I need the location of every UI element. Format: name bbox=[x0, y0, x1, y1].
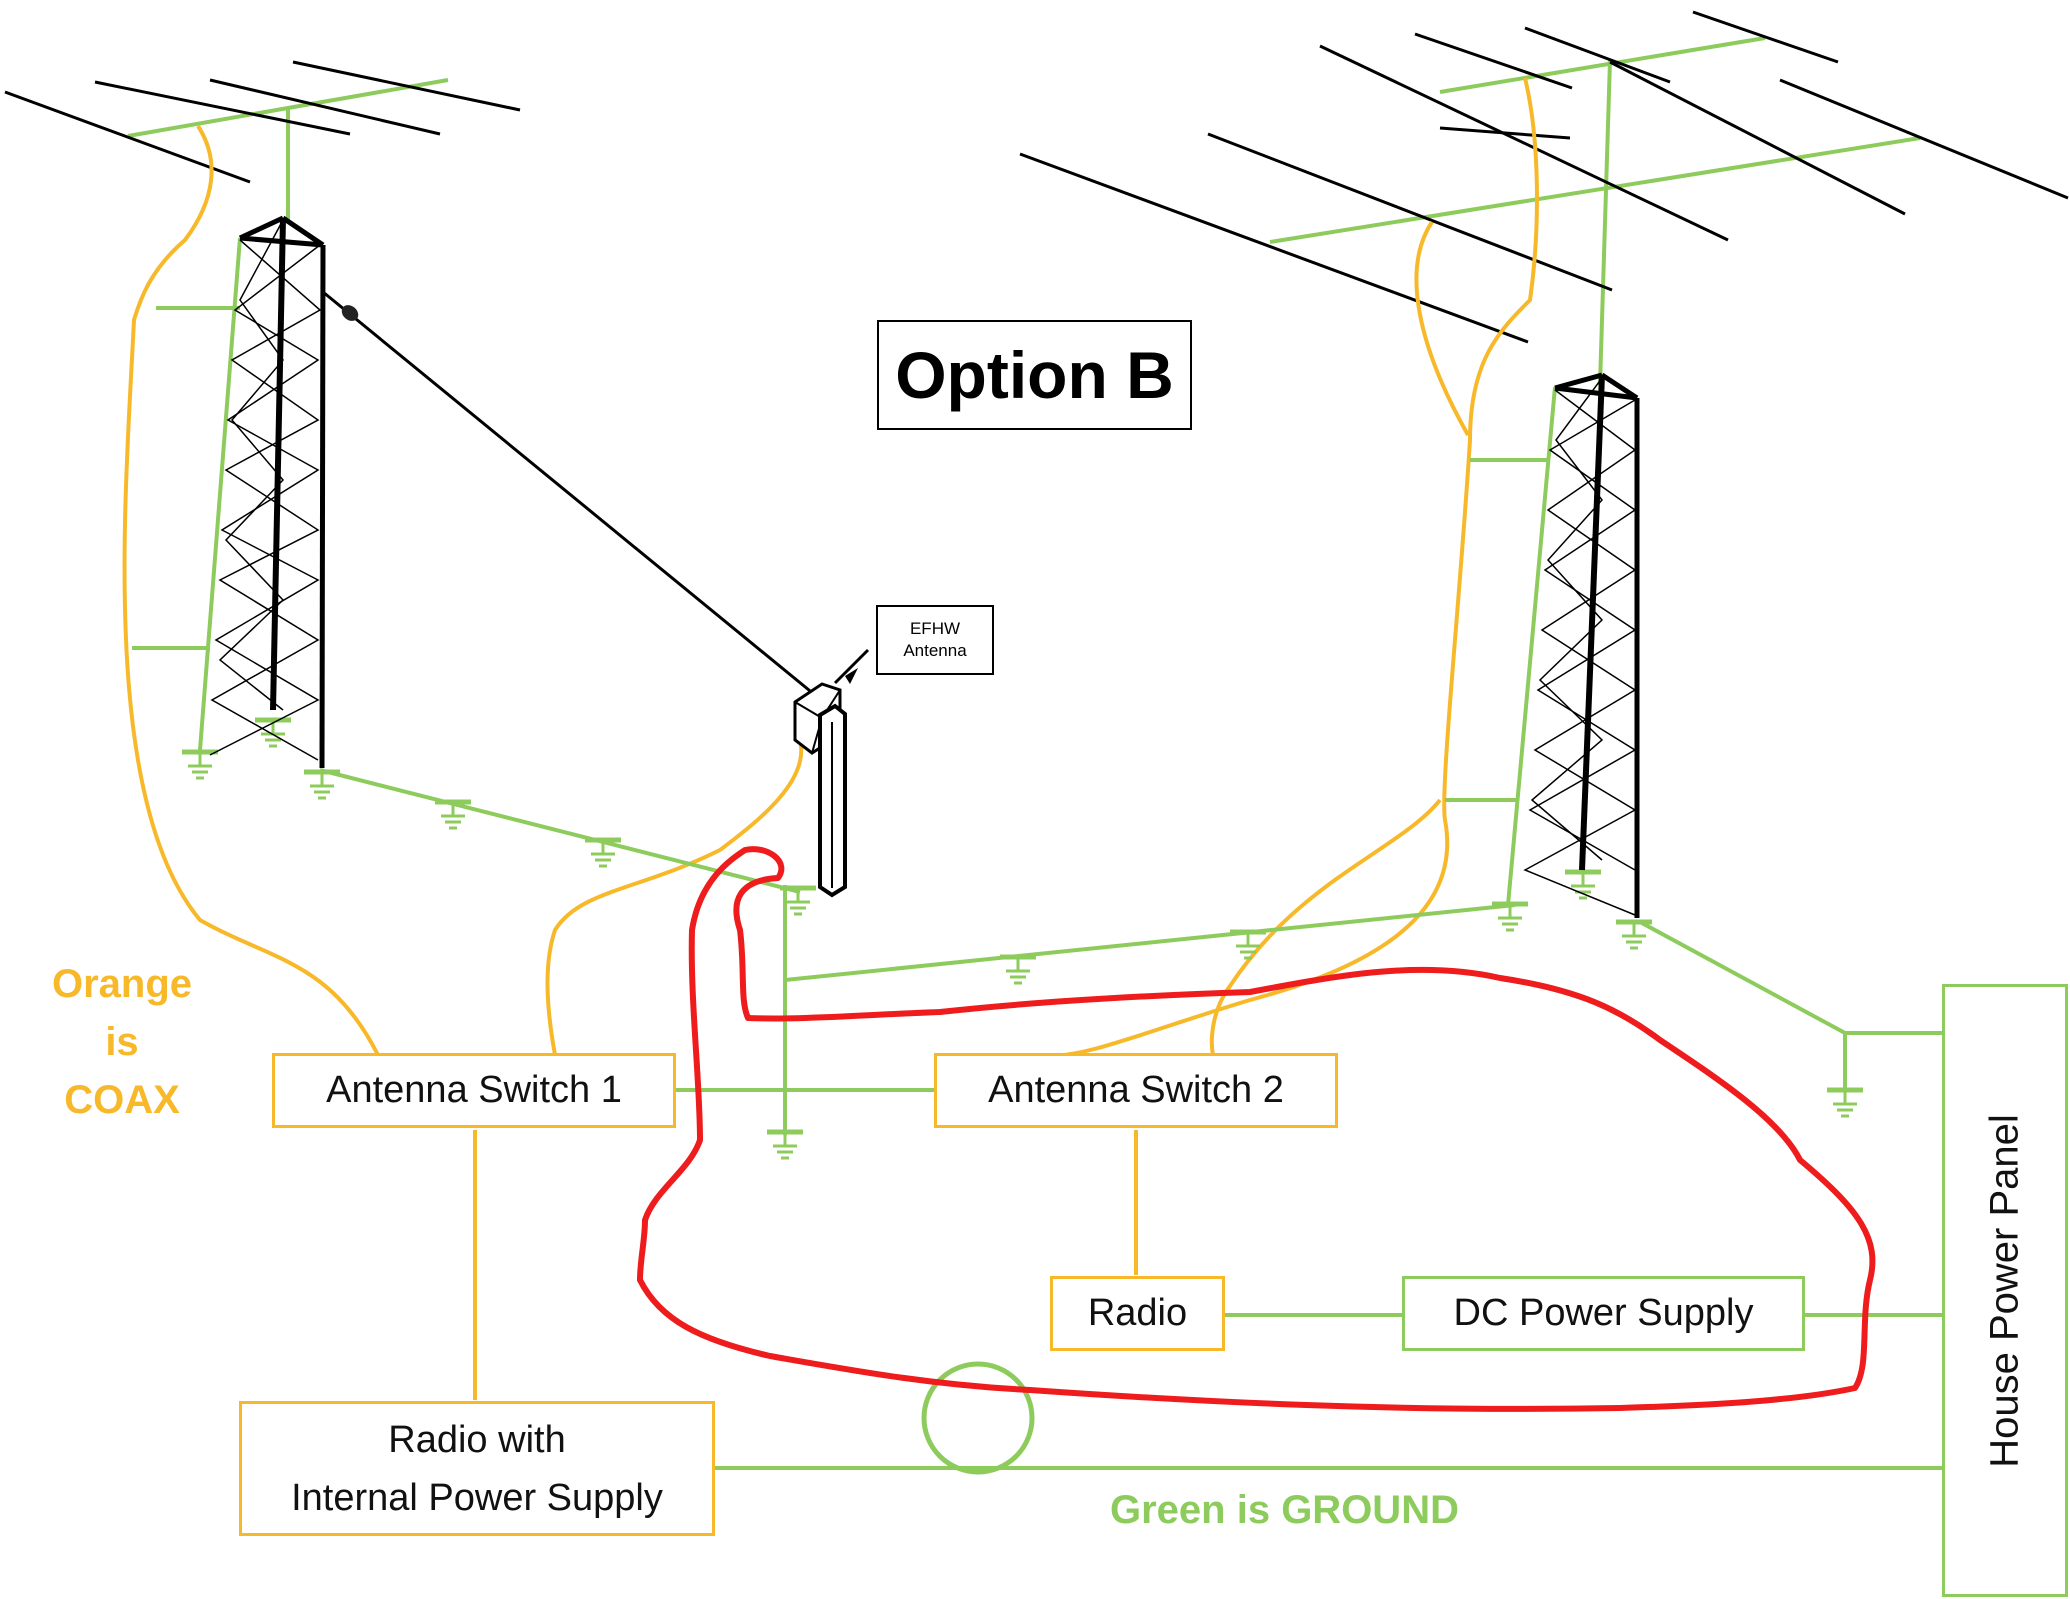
red-ground-loop bbox=[637, 846, 1876, 1412]
diagram-title: Option B bbox=[877, 320, 1192, 430]
antenna-switch-1-label: Antenna Switch 1 bbox=[326, 1069, 622, 1111]
coax-legend: Orange is COAX bbox=[42, 955, 202, 1129]
left-tower bbox=[209, 215, 326, 769]
radio-box: Radio bbox=[1050, 1276, 1225, 1351]
efhw-antenna bbox=[322, 290, 870, 898]
radio-internal-line2: Internal Power Supply bbox=[291, 1476, 663, 1519]
antenna-switch-1: Antenna Switch 1 bbox=[272, 1053, 676, 1128]
coax-lines bbox=[122, 77, 1539, 1400]
coax-legend-line1: Orange bbox=[51, 962, 193, 1006]
efhw-antenna-callout: EFHW Antenna bbox=[876, 605, 994, 675]
left-yagi-antenna bbox=[4, 60, 521, 220]
house-power-panel: House Power Panel bbox=[1942, 984, 2068, 1597]
efhw-callout-line1: EFHW bbox=[909, 619, 961, 638]
right-yagi-antenna bbox=[1019, 10, 2069, 386]
dc-power-supply-box: DC Power Supply bbox=[1402, 1276, 1805, 1351]
radio-internal-supply-box: Radio with Internal Power Supply bbox=[239, 1401, 715, 1536]
dc-power-supply-label: DC Power Supply bbox=[1453, 1292, 1754, 1334]
radio-label: Radio bbox=[1087, 1292, 1188, 1334]
antenna-switch-2-label: Antenna Switch 2 bbox=[988, 1069, 1284, 1111]
ground-lines bbox=[132, 237, 1942, 1475]
ground-legend: Green is GROUND bbox=[1110, 1488, 1459, 1532]
right-tower bbox=[1523, 372, 1640, 918]
house-power-panel-label: House Power Panel bbox=[1982, 1113, 2027, 1468]
efhw-callout-line2: Antenna bbox=[903, 641, 967, 660]
antenna-switch-2: Antenna Switch 2 bbox=[934, 1053, 1338, 1128]
coax-legend-line2: is COAX bbox=[64, 1020, 180, 1122]
radio-internal-line1: Radio with bbox=[388, 1418, 566, 1461]
